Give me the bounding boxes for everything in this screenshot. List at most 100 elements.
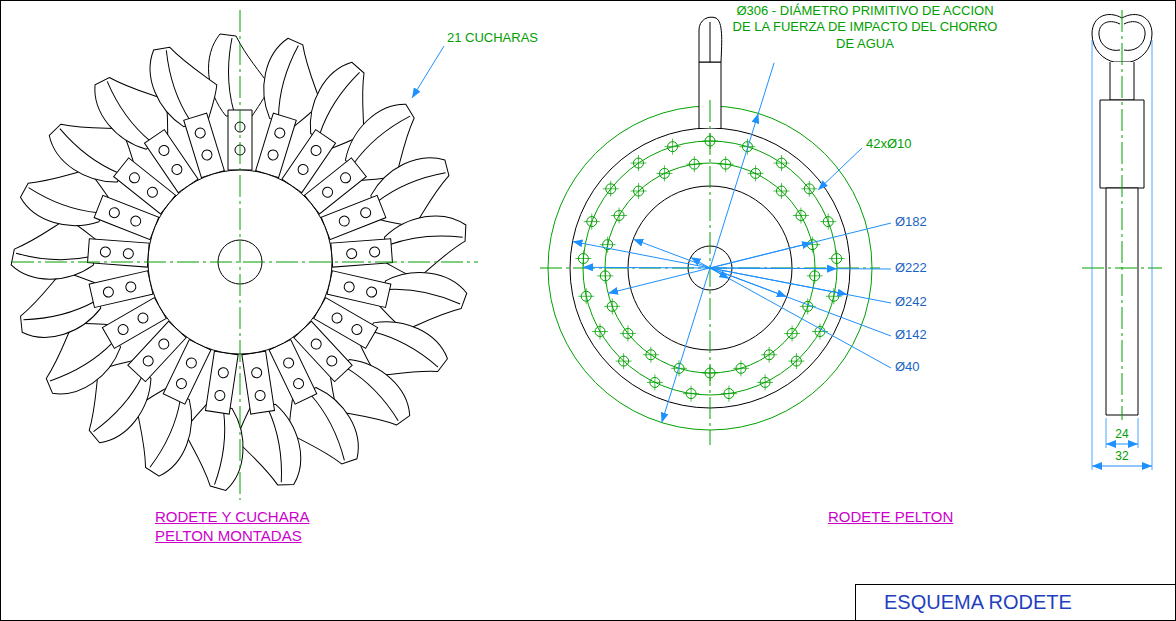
- bucket-split: [148, 400, 185, 469]
- bolt-hole: [254, 390, 265, 401]
- bolt-hole: [748, 165, 764, 181]
- diameter-note: Ø306 - DIÁMETRO PRIMITIVO DE ACCION DE L…: [730, 3, 1000, 52]
- hole-center-mark: [672, 139, 673, 155]
- bucket-split: [268, 409, 284, 483]
- bucket-split: [229, 38, 235, 112]
- bucket-split: [315, 70, 361, 134]
- bolt-hole: [686, 156, 702, 172]
- bolt-hole: [757, 374, 773, 390]
- hole-center-mark: [814, 268, 815, 284]
- bucket-cavity: [1124, 22, 1145, 51]
- bucket-split: [23, 301, 96, 323]
- bolt-hole: [584, 214, 600, 230]
- bolt-hole: [274, 127, 287, 140]
- bolt-hole: [784, 325, 800, 341]
- bucket-shank: [102, 298, 166, 349]
- bucket-split: [350, 113, 411, 163]
- hole-center-mark: [638, 155, 639, 171]
- bolt-hole: [369, 247, 380, 258]
- dimension-text: Ø182: [895, 214, 927, 230]
- hole-center-mark: [781, 155, 782, 171]
- hole-center-mark: [600, 324, 601, 340]
- title-text: ESQUEMA RODETE: [884, 591, 1072, 614]
- hole-center-mark: [623, 353, 624, 369]
- dimension-line: [1122, 466, 1152, 467]
- hole-center-mark: [627, 325, 628, 341]
- dimension-line: [1122, 444, 1138, 445]
- center-line: [12, 262, 478, 263]
- hole-center-mark: [807, 298, 808, 314]
- bolt-hole: [346, 248, 357, 259]
- bolt-hole: [321, 185, 335, 199]
- bucket-split: [213, 411, 229, 485]
- leader-line: [818, 148, 862, 190]
- bolt-hole: [643, 347, 659, 363]
- dimension-leader: [710, 268, 787, 297]
- bolt-hole: [597, 268, 613, 284]
- hole-center-mark: [610, 181, 611, 197]
- bucket-shank: [321, 195, 386, 239]
- bucket-split: [16, 251, 90, 262]
- bolt-hole: [592, 324, 608, 340]
- bolt-hole: [175, 377, 188, 390]
- hole-center-mark: [654, 374, 655, 390]
- hole-center-mark: [809, 181, 810, 197]
- hole-center-mark: [755, 165, 756, 181]
- bucket-split: [49, 342, 116, 384]
- bolt-hole: [343, 281, 355, 293]
- bolt-hole: [338, 215, 351, 228]
- center-line: [240, 10, 241, 500]
- hole-center-mark: [694, 156, 695, 172]
- bolt-hole: [145, 185, 159, 199]
- hole-center-mark: [796, 353, 797, 369]
- bucket-split: [373, 327, 440, 369]
- bolt-hole: [350, 323, 364, 337]
- hole-center-mark: [583, 251, 584, 267]
- bolt-hole: [611, 208, 627, 224]
- bolt-hole: [804, 237, 820, 253]
- leader-line: [758, 63, 774, 114]
- bucket-split: [388, 284, 461, 306]
- bucket-split: [163, 50, 190, 122]
- dimension-text: 24: [1108, 427, 1136, 442]
- bolt-hole: [793, 208, 809, 224]
- bolt-hole: [185, 356, 198, 369]
- bolt-hole: [251, 367, 262, 378]
- dimension-line: [710, 113, 758, 268]
- callout-text: 21 CUCHARAS: [447, 30, 538, 46]
- hole-center-mark: [650, 347, 651, 363]
- bolt-hole: [136, 311, 150, 325]
- bucket-split: [389, 234, 463, 245]
- hole-center-mark: [792, 325, 793, 341]
- dimension-leader: [710, 268, 837, 270]
- bucket-split: [375, 169, 446, 201]
- extension-line: [1092, 40, 1093, 470]
- bolt-hole: [631, 183, 647, 199]
- hole-center-mark: [725, 156, 726, 172]
- bolt-hole: [761, 347, 777, 363]
- bolt-hole: [127, 171, 141, 185]
- hole-center-mark: [607, 237, 608, 253]
- center-line: [1122, 10, 1123, 420]
- dimension-leader: [633, 239, 891, 336]
- hole-center-mark: [828, 214, 829, 230]
- view-title: RODETE PELTON: [828, 508, 953, 527]
- center-line: [710, 100, 711, 445]
- hole-center-mark: [586, 288, 587, 304]
- bucket-shank: [88, 239, 150, 267]
- bolt-hole: [267, 149, 280, 162]
- bolt-hole: [603, 181, 619, 197]
- bolt-hole: [116, 323, 130, 337]
- hole-center-mark: [769, 347, 770, 363]
- bolt-hole: [218, 367, 229, 378]
- hole-center-mark: [591, 214, 592, 230]
- bucket-split: [58, 127, 119, 177]
- bucket-cup: [143, 35, 226, 131]
- bolt-hole: [807, 268, 823, 284]
- bolt-hole: [214, 390, 225, 401]
- bolt-hole: [292, 377, 305, 390]
- dimension-line: [1106, 444, 1122, 445]
- bolt-hole: [801, 181, 817, 197]
